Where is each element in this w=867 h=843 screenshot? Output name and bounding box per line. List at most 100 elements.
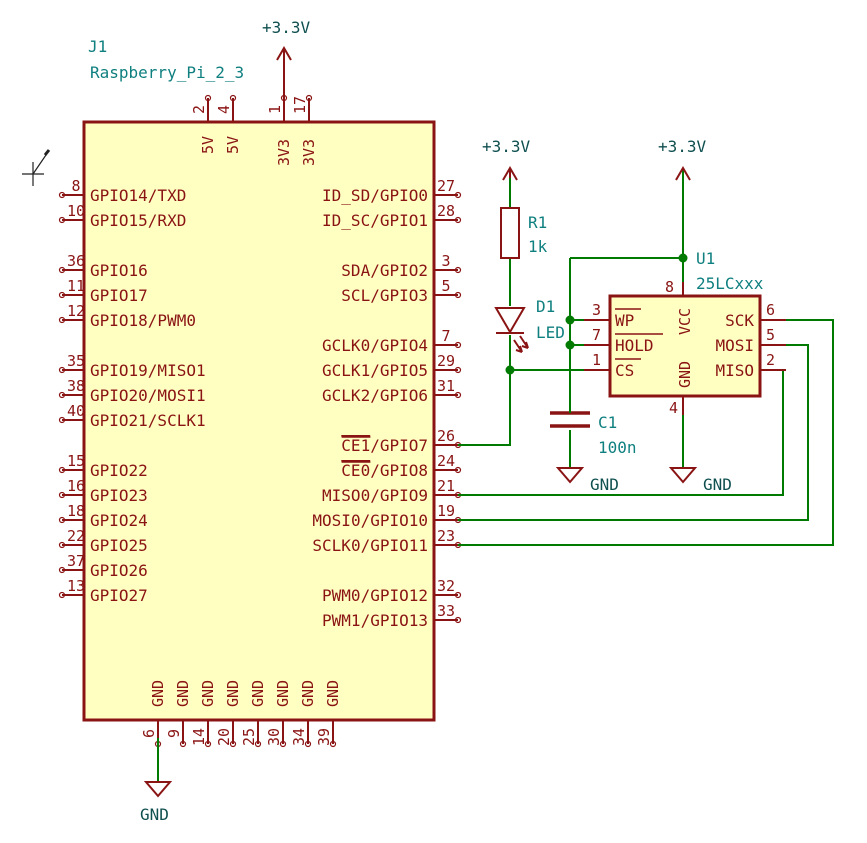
j1-pin-number: 34 — [290, 728, 308, 746]
j1-pin-number: 15 — [67, 452, 85, 470]
u1-pin-name: VCC — [676, 308, 694, 335]
j1-power-3v3[interactable]: +3.3V — [262, 18, 311, 98]
u1-reference: U1 — [696, 249, 715, 268]
j1-pin-name: GND — [249, 680, 267, 707]
j1-pin-name: GND — [324, 680, 342, 707]
j1-pin-name: GPIO17 — [90, 286, 148, 305]
j1-pin-number: 16 — [67, 477, 85, 495]
j1-pin-name: ID_SD/GPIO0 — [322, 186, 428, 205]
j1-pin-4[interactable]: 4 5V — [215, 94, 242, 155]
j1-value: Raspberry_Pi_2_3 — [90, 63, 244, 82]
j1-pin-number: 29 — [437, 352, 455, 370]
u1-pin-name: MOSI — [715, 336, 754, 355]
j1-pin-number: 23 — [437, 527, 455, 545]
r1-value: 1k — [528, 237, 548, 256]
c1-capacitor[interactable]: C1 100n — [550, 405, 637, 457]
u1-pin-number: 3 — [592, 301, 601, 319]
r1-reference: R1 — [528, 213, 547, 232]
j1-pin-name: GPIO16 — [90, 261, 148, 280]
u1-pin-name: WP — [615, 311, 634, 330]
j1-pin-number: 4 — [215, 105, 233, 114]
d1-reference: D1 — [536, 297, 555, 316]
j1-pin-name: GCLK1/GPIO5 — [322, 361, 428, 380]
j1-pin-number: 25 — [240, 728, 258, 746]
j1-pin-name: GPIO14/TXD — [90, 186, 186, 205]
j1-pin-name: 5V — [224, 136, 242, 154]
j1-pin-number: 10 — [67, 202, 85, 220]
j1-pin-number: 14 — [190, 728, 208, 746]
j1-pin-name: GND — [199, 680, 217, 707]
r1-power-3v3[interactable]: +3.3V — [482, 137, 531, 181]
j1-pin-name: GND — [149, 680, 167, 707]
u1-pin-name: GND — [676, 361, 694, 388]
j1-pin-2[interactable]: 25V — [190, 94, 217, 155]
j1-pin-number: 38 — [67, 377, 85, 395]
j1-pin-number: 24 — [437, 452, 455, 470]
c1-power-gnd[interactable]: GND — [555, 467, 619, 494]
j1-pin-number: 31 — [437, 377, 455, 395]
j1-pin-number: 9 — [165, 729, 183, 738]
j1-pin-name: ID_SC/GPIO1 — [322, 211, 428, 230]
j1-pin-name: CE1/GPIO7 — [341, 436, 428, 455]
u1-power-label: +3.3V — [658, 137, 707, 156]
d1-led[interactable]: D1 LED — [494, 297, 565, 353]
j1-pin-name: GPIO15/RXD — [90, 211, 186, 230]
u1-power-3v3[interactable]: +3.3V — [658, 137, 707, 181]
j1-pin-name: 3V3 — [300, 139, 318, 166]
u1-power-gnd[interactable]: GND — [668, 467, 732, 494]
j1-pin-name: GCLK2/GPIO6 — [322, 386, 428, 405]
j1-power-gnd[interactable]: GND — [140, 738, 173, 824]
c1-value: 100n — [598, 438, 637, 457]
d1-value: LED — [536, 323, 565, 342]
r1-resistor[interactable]: R1 1k — [500, 207, 548, 259]
j1-pin-name: GCLK0/GPIO4 — [322, 336, 428, 355]
u1-pin-number: 1 — [592, 351, 601, 369]
u1-eeprom-symbol[interactable]: U1 25LCxxx 8 VCC 4 GND 3 7 1 WP HOLD CS … — [584, 249, 786, 417]
j1-pin-25[interactable]: 25 GND — [240, 680, 267, 748]
j1-pin-number: 32 — [437, 577, 455, 595]
j1-pin-14[interactable]: 14 GND — [190, 680, 217, 748]
u1-pin-name: HOLD — [615, 336, 654, 355]
j1-pin-number: 18 — [67, 502, 85, 520]
u1-pin-number: 8 — [665, 278, 674, 296]
u1-pin-number: 2 — [766, 351, 775, 369]
j1-pin-number: 2 — [190, 105, 208, 114]
